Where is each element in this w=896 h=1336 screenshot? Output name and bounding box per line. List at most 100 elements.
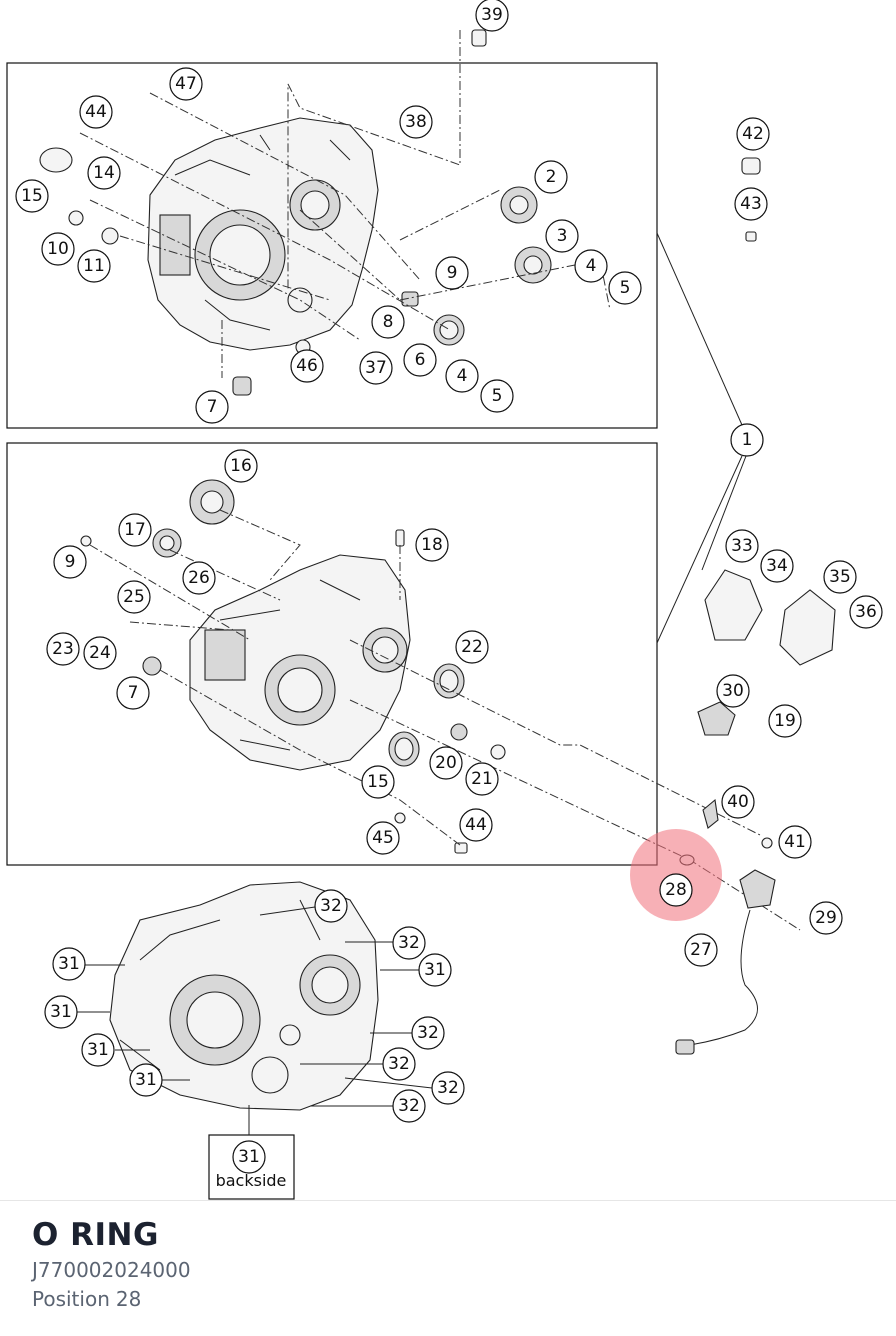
callout-45[interactable]: 45 bbox=[366, 821, 400, 855]
callout-1[interactable]: 1 bbox=[730, 423, 764, 457]
callout-20[interactable]: 20 bbox=[429, 746, 463, 780]
callout-33[interactable]: 33 bbox=[725, 529, 759, 563]
callout-label: 22 bbox=[461, 637, 483, 657]
callout-38[interactable]: 38 bbox=[399, 105, 433, 139]
callout-10[interactable]: 10 bbox=[41, 232, 75, 266]
callout-31[interactable]: 31 bbox=[418, 953, 452, 987]
callout-label: 7 bbox=[207, 397, 218, 417]
callout-40[interactable]: 40 bbox=[721, 785, 755, 819]
callout-5[interactable]: 5 bbox=[480, 379, 514, 413]
callout-16[interactable]: 16 bbox=[224, 449, 258, 483]
part-title: O RING bbox=[32, 1217, 159, 1253]
callout-label: 6 bbox=[415, 350, 426, 370]
callout-29[interactable]: 29 bbox=[809, 901, 843, 935]
callout-ring bbox=[15, 179, 49, 213]
callout-label: 4 bbox=[586, 256, 597, 276]
callout-label: 36 bbox=[855, 602, 877, 622]
callout-32[interactable]: 32 bbox=[411, 1016, 445, 1050]
callout-ring bbox=[659, 873, 693, 907]
callout-ring bbox=[83, 636, 117, 670]
callout-36[interactable]: 36 bbox=[849, 595, 883, 629]
callout-4[interactable]: 4 bbox=[574, 249, 608, 283]
callout-ring bbox=[399, 105, 433, 139]
callout-ring bbox=[778, 825, 812, 859]
callout-6[interactable]: 6 bbox=[403, 343, 437, 377]
callout-label: 32 bbox=[437, 1078, 459, 1098]
callout-32[interactable]: 32 bbox=[431, 1071, 465, 1105]
callout-ring bbox=[435, 256, 469, 290]
callout-31[interactable]: 31 bbox=[81, 1033, 115, 1067]
callout-43[interactable]: 43 bbox=[734, 187, 768, 221]
callout-4[interactable]: 4 bbox=[445, 359, 479, 393]
callout-label: 25 bbox=[123, 587, 145, 607]
callout-41[interactable]: 41 bbox=[778, 825, 812, 859]
callout-label: 35 bbox=[829, 567, 851, 587]
callout-46[interactable]: 46 bbox=[290, 349, 324, 383]
callout-ring bbox=[545, 219, 579, 253]
callout-ring bbox=[87, 156, 121, 190]
position-value: 28 bbox=[115, 1287, 142, 1311]
callout-9[interactable]: 9 bbox=[435, 256, 469, 290]
callout-32[interactable]: 32 bbox=[314, 889, 348, 923]
callout-31[interactable]: 31 bbox=[129, 1063, 163, 1097]
callout-26[interactable]: 26 bbox=[182, 561, 216, 595]
callout-32[interactable]: 32 bbox=[392, 1089, 426, 1123]
callout-label: 15 bbox=[367, 772, 389, 792]
callout-35[interactable]: 35 bbox=[823, 560, 857, 594]
callout-label: 44 bbox=[85, 102, 107, 122]
callout-31[interactable]: 31 bbox=[232, 1140, 266, 1174]
callout-15[interactable]: 15 bbox=[361, 765, 395, 799]
callout-ring bbox=[392, 1089, 426, 1123]
callout-47[interactable]: 47 bbox=[169, 67, 203, 101]
callout-23[interactable]: 23 bbox=[46, 632, 80, 666]
callout-ring bbox=[195, 390, 229, 424]
callout-15[interactable]: 15 bbox=[15, 179, 49, 213]
callout-31[interactable]: 31 bbox=[52, 947, 86, 981]
callout-ring bbox=[314, 889, 348, 923]
callout-label: 38 bbox=[405, 112, 427, 132]
callout-label: 2 bbox=[546, 167, 557, 187]
callout-label: 42 bbox=[742, 124, 764, 144]
callout-label: 44 bbox=[465, 815, 487, 835]
callout-label: 11 bbox=[83, 256, 105, 276]
callout-label: 41 bbox=[784, 832, 806, 852]
callout-22[interactable]: 22 bbox=[455, 630, 489, 664]
callout-42[interactable]: 42 bbox=[736, 117, 770, 151]
callout-label: 7 bbox=[128, 683, 139, 703]
callout-18[interactable]: 18 bbox=[415, 528, 449, 562]
callout-39[interactable]: 39 bbox=[475, 0, 509, 32]
callout-31[interactable]: 31 bbox=[44, 995, 78, 1029]
callout-5[interactable]: 5 bbox=[608, 271, 642, 305]
callout-44[interactable]: 44 bbox=[79, 95, 113, 129]
callout-17[interactable]: 17 bbox=[118, 513, 152, 547]
callout-label: 40 bbox=[727, 792, 749, 812]
callout-2[interactable]: 2 bbox=[534, 160, 568, 194]
callout-ring bbox=[411, 1016, 445, 1050]
callout-25[interactable]: 25 bbox=[117, 580, 151, 614]
callout-ring bbox=[116, 676, 150, 710]
callout-27[interactable]: 27 bbox=[684, 933, 718, 967]
callout-label: 18 bbox=[421, 535, 443, 555]
callout-32[interactable]: 32 bbox=[392, 926, 426, 960]
callout-14[interactable]: 14 bbox=[87, 156, 121, 190]
callout-ring bbox=[475, 0, 509, 32]
callout-37[interactable]: 37 bbox=[359, 351, 393, 385]
callout-7[interactable]: 7 bbox=[195, 390, 229, 424]
callout-34[interactable]: 34 bbox=[760, 549, 794, 583]
callout-44[interactable]: 44 bbox=[459, 808, 493, 842]
callout-32[interactable]: 32 bbox=[382, 1047, 416, 1081]
callout-9[interactable]: 9 bbox=[53, 545, 87, 579]
callout-7[interactable]: 7 bbox=[116, 676, 150, 710]
callout-label: 10 bbox=[47, 239, 69, 259]
callout-8[interactable]: 8 bbox=[371, 305, 405, 339]
callout-11[interactable]: 11 bbox=[77, 249, 111, 283]
callout-21[interactable]: 21 bbox=[465, 762, 499, 796]
callout-24[interactable]: 24 bbox=[83, 636, 117, 670]
callout-ring bbox=[730, 423, 764, 457]
callout-30[interactable]: 30 bbox=[716, 674, 750, 708]
callout-28[interactable]: 28 bbox=[659, 873, 693, 907]
callout-3[interactable]: 3 bbox=[545, 219, 579, 253]
callout-ring bbox=[849, 595, 883, 629]
callout-label: 23 bbox=[52, 639, 74, 659]
callout-19[interactable]: 19 bbox=[768, 704, 802, 738]
